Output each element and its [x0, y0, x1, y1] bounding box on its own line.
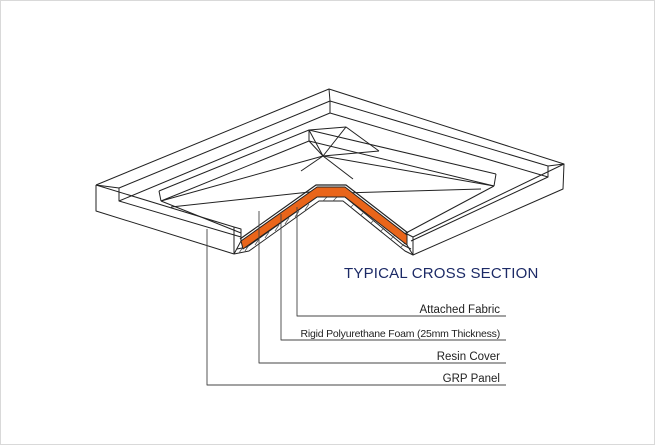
- leader-grp: [206, 229, 506, 386]
- leader-foam: [280, 214, 506, 341]
- tray-rim: [95, 88, 565, 256]
- leader-resin: [258, 211, 506, 364]
- label-grp-panel: GRP Panel: [442, 373, 500, 385]
- leader-lines: [206, 207, 506, 386]
- tray-funnel: [158, 126, 497, 234]
- leader-attached-fabric: [296, 207, 506, 317]
- diagram-title: TYPICAL CROSS SECTION: [344, 265, 539, 282]
- label-rigid-foam: Rigid Polyurethane Foam (25mm Thickness): [300, 328, 500, 340]
- label-resin-cover: Resin Cover: [436, 351, 500, 363]
- label-attached-fabric: Attached Fabric: [419, 304, 500, 316]
- cross-section: [233, 184, 414, 256]
